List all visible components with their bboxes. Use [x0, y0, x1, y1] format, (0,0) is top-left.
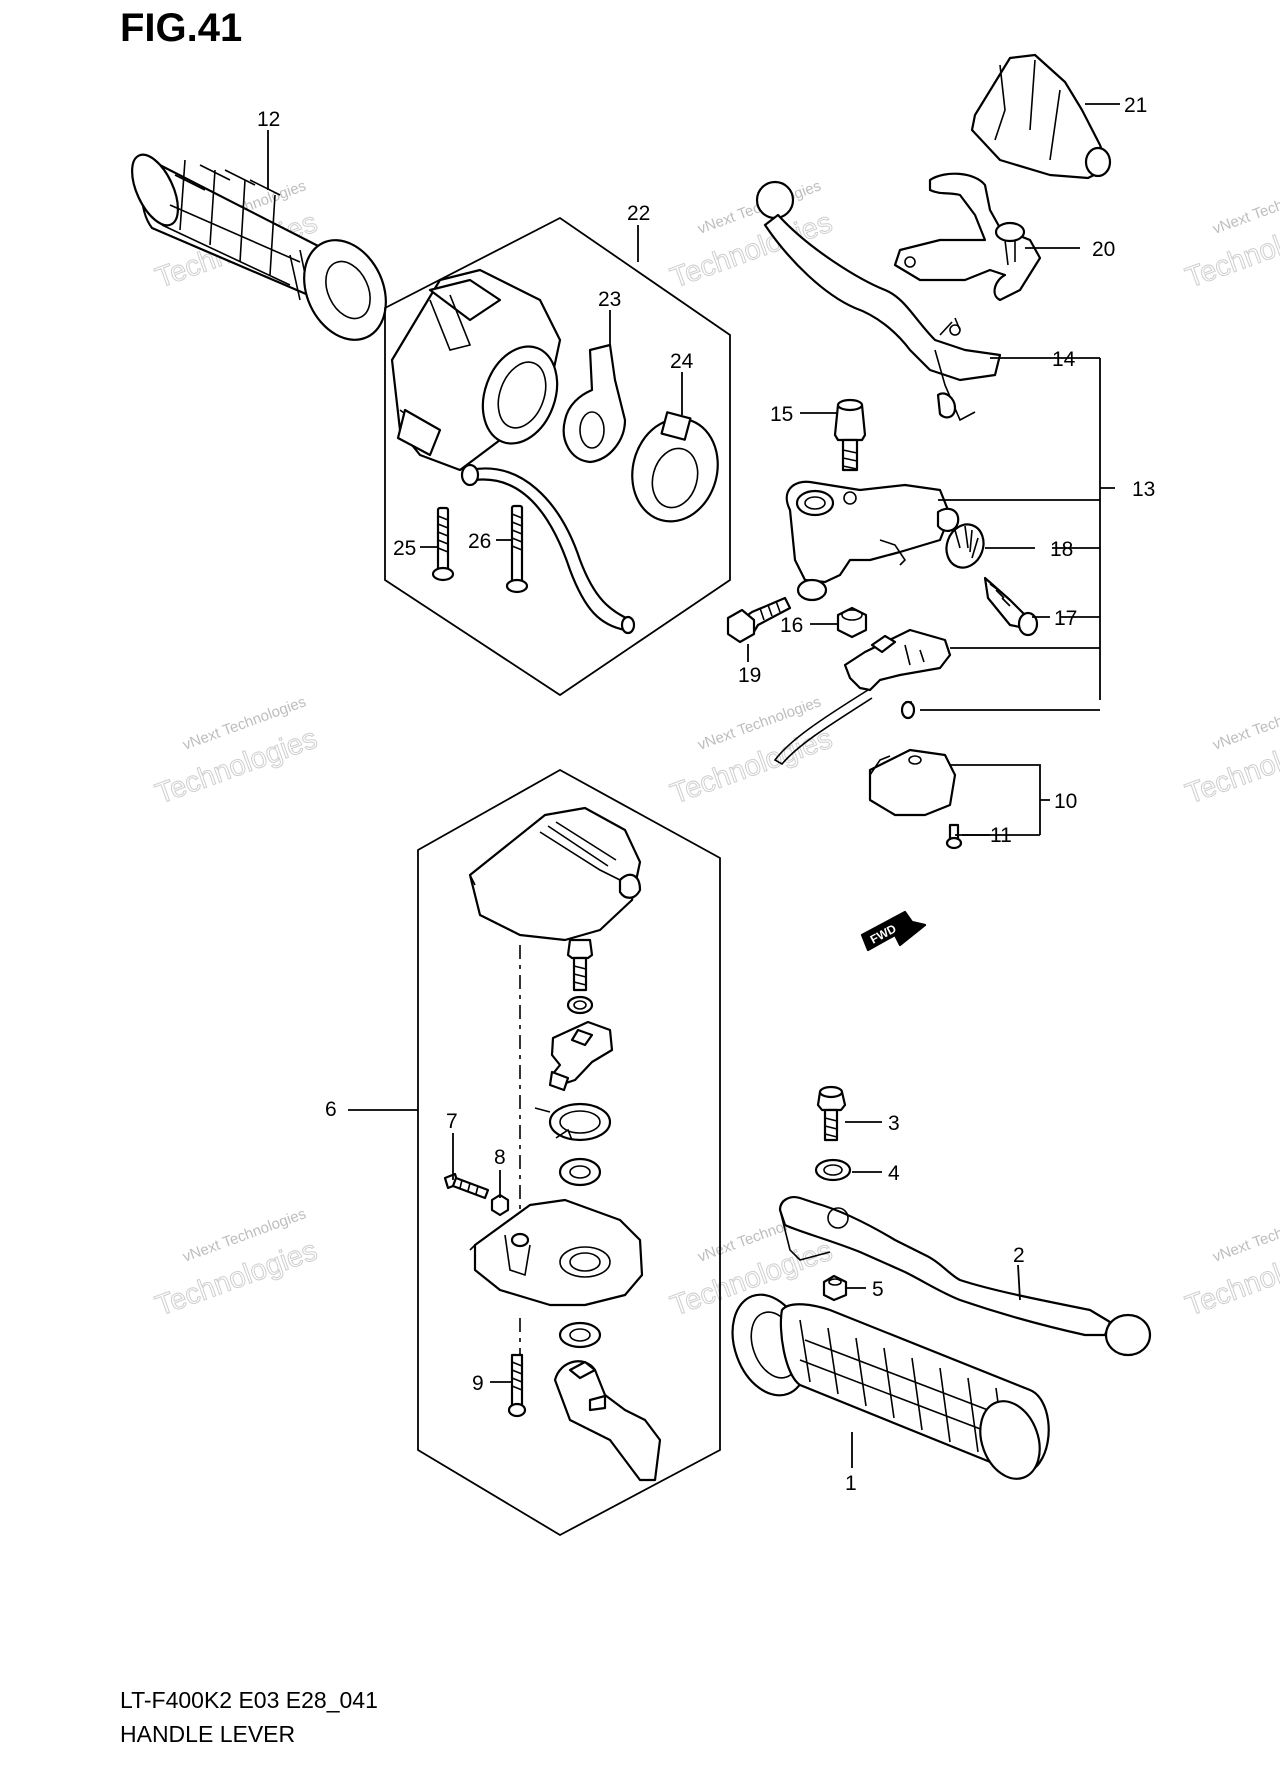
throttle-plate	[548, 1020, 614, 1092]
callout-7: 7	[446, 1110, 458, 1133]
callout-17: 17	[1054, 607, 1077, 630]
callout-2: 2	[1013, 1244, 1025, 1267]
callout-5: 5	[872, 1278, 884, 1301]
callout-9: 9	[472, 1372, 484, 1395]
switch-cable	[460, 463, 636, 635]
callout-labels: 12 22 23 24 25 26 21 20 14 15 13 18 17 1…	[257, 94, 1155, 1495]
callout-13: 13	[1132, 478, 1155, 501]
section-name-label: HANDLE LEVER	[120, 1721, 295, 1747]
callout-4: 4	[888, 1162, 900, 1185]
throttle-lever	[553, 1360, 662, 1482]
part-20-lock-plate	[893, 172, 1042, 302]
callout-24: 24	[670, 350, 694, 373]
callout-16: 16	[780, 614, 803, 637]
bushing-part-4	[814, 1158, 852, 1182]
throttle-lower-bushing	[558, 1321, 602, 1349]
callout-22: 22	[627, 202, 650, 225]
callout-12: 12	[257, 108, 280, 131]
watermark-text: Technologies	[151, 723, 321, 811]
callout-25: 25	[393, 537, 416, 560]
callout-1: 1	[845, 1472, 857, 1495]
grip-left-part-12	[131, 153, 387, 341]
model-code-label: LT-F400K2 E03 E28_041	[120, 1687, 378, 1713]
leader-lines	[267, 103, 1120, 1468]
part-18-adjuster	[945, 523, 985, 569]
part-21-cover	[970, 53, 1112, 180]
callout-11: 11	[990, 824, 1012, 847]
callout-10: 10	[1054, 790, 1077, 813]
throttle-bushing	[558, 1157, 602, 1187]
screw-part-25	[431, 506, 455, 582]
nut-part-5	[822, 1274, 848, 1302]
throttle-housing	[469, 1198, 644, 1307]
page-title: FIG.41	[120, 6, 243, 50]
lever-bracket-part-13	[785, 480, 960, 602]
fwd-direction-badge: FWD	[860, 910, 927, 952]
callout-14: 14	[1052, 348, 1076, 371]
switch-housing	[390, 268, 562, 472]
nut-part-16	[836, 606, 868, 639]
brake-lever-top	[755, 180, 1002, 422]
throttle-assembly-box-6	[417, 768, 721, 1537]
screw-part-9	[507, 1353, 527, 1418]
callout-20: 20	[1092, 238, 1115, 261]
part-24-switch-ring	[631, 411, 719, 523]
bolt-part-15	[833, 398, 867, 472]
bolt-part-3	[816, 1085, 847, 1142]
watermark-text: Technologies	[151, 1235, 321, 1323]
throttle-spring	[534, 1102, 612, 1142]
part-10-brake-switch	[868, 748, 957, 817]
part-17-screw	[983, 576, 1039, 637]
watermark-text: vNext Technologies	[1211, 693, 1280, 753]
callout-26: 26	[468, 530, 491, 553]
callout-8: 8	[494, 1146, 506, 1169]
watermark-text: vNext Technologies	[1211, 1205, 1280, 1265]
callout-6: 6	[325, 1098, 337, 1121]
screw-part-26	[505, 504, 529, 594]
part-23-switch-lever	[562, 343, 627, 464]
callout-19: 19	[738, 664, 761, 687]
callout-18: 18	[1050, 538, 1073, 561]
throttle-cover	[468, 806, 642, 942]
callout-23: 23	[598, 288, 621, 311]
figure-caption: LT-F400K2 E03 E28_041 HANDLE LEVER	[120, 1687, 378, 1747]
watermark-text: vNext Technologies	[1211, 177, 1280, 237]
throttle-washer	[566, 995, 594, 1015]
screw-part-7	[443, 1172, 490, 1200]
grip-right-part-1	[731, 1293, 1050, 1480]
watermark-text: Technologies	[666, 723, 836, 811]
callout-15: 15	[770, 403, 793, 426]
callout-3: 3	[888, 1112, 900, 1135]
switch-assembly-box-22	[384, 216, 731, 697]
throttle-screw	[566, 938, 594, 992]
brake-switch-bracket	[773, 628, 952, 766]
watermark-group: vNext Technologies Technologies vNext Te…	[151, 177, 1280, 1323]
brake-lever-part-2	[778, 1196, 1152, 1357]
bolt-part-19	[726, 596, 792, 644]
callout-21: 21	[1124, 94, 1147, 117]
screw-part-11	[945, 823, 963, 850]
